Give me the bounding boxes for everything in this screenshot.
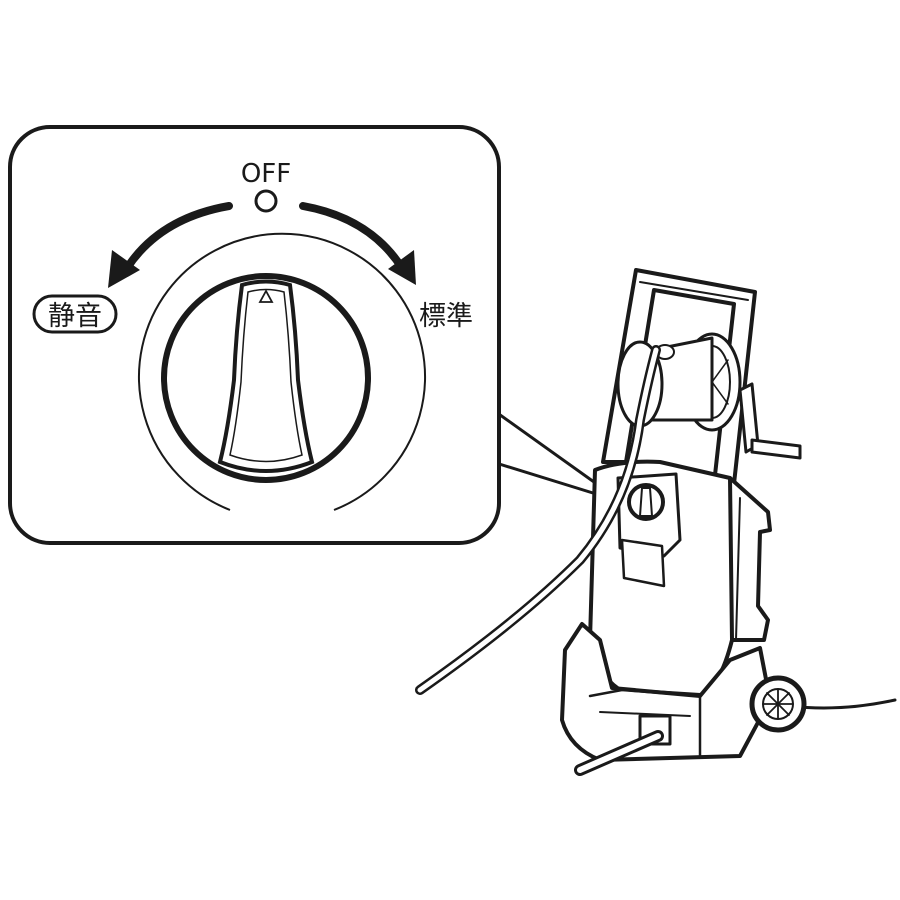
knob-pointer-triangle-icon [258,289,274,303]
label-quiet-frame [32,294,118,334]
knob-grip[interactable] [217,279,315,473]
arrow-right-arc [299,202,406,272]
dial-scale-ring [138,232,426,511]
label-off: OFF [241,159,291,189]
arrow-left-arc [123,202,233,272]
rotation-arrows [123,202,406,272]
off-position-dot [254,189,278,213]
pressure-washer [415,268,897,776]
arrowhead-left [108,250,140,288]
arrowhead-right [388,250,416,285]
label-standard: 標準 [419,301,473,332]
knob-grip-inner [229,288,303,463]
machine-wheel [749,675,807,733]
label-quiet: 静音 [48,301,102,332]
